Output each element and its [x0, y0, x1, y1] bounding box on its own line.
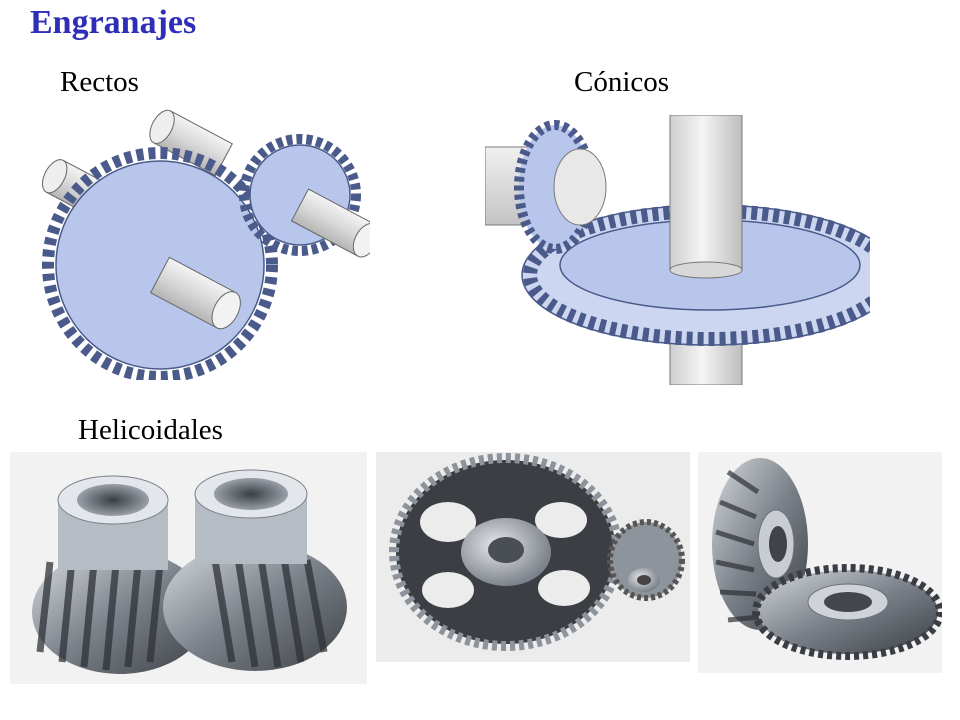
worm-gear-photo [376, 452, 690, 662]
section-label-rectos: Rectos [60, 66, 139, 98]
section-label-helicoidales: Helicoidales [78, 414, 223, 446]
page-title: Engranajes [30, 4, 197, 41]
section-label-conicos: Cónicos [574, 66, 670, 98]
bevel-gear-illustration [485, 115, 870, 385]
spur-gear-pair-illustration [30, 100, 370, 380]
helical-gear-pair-photo [10, 452, 367, 684]
spiral-bevel-gear-photo [698, 452, 942, 673]
